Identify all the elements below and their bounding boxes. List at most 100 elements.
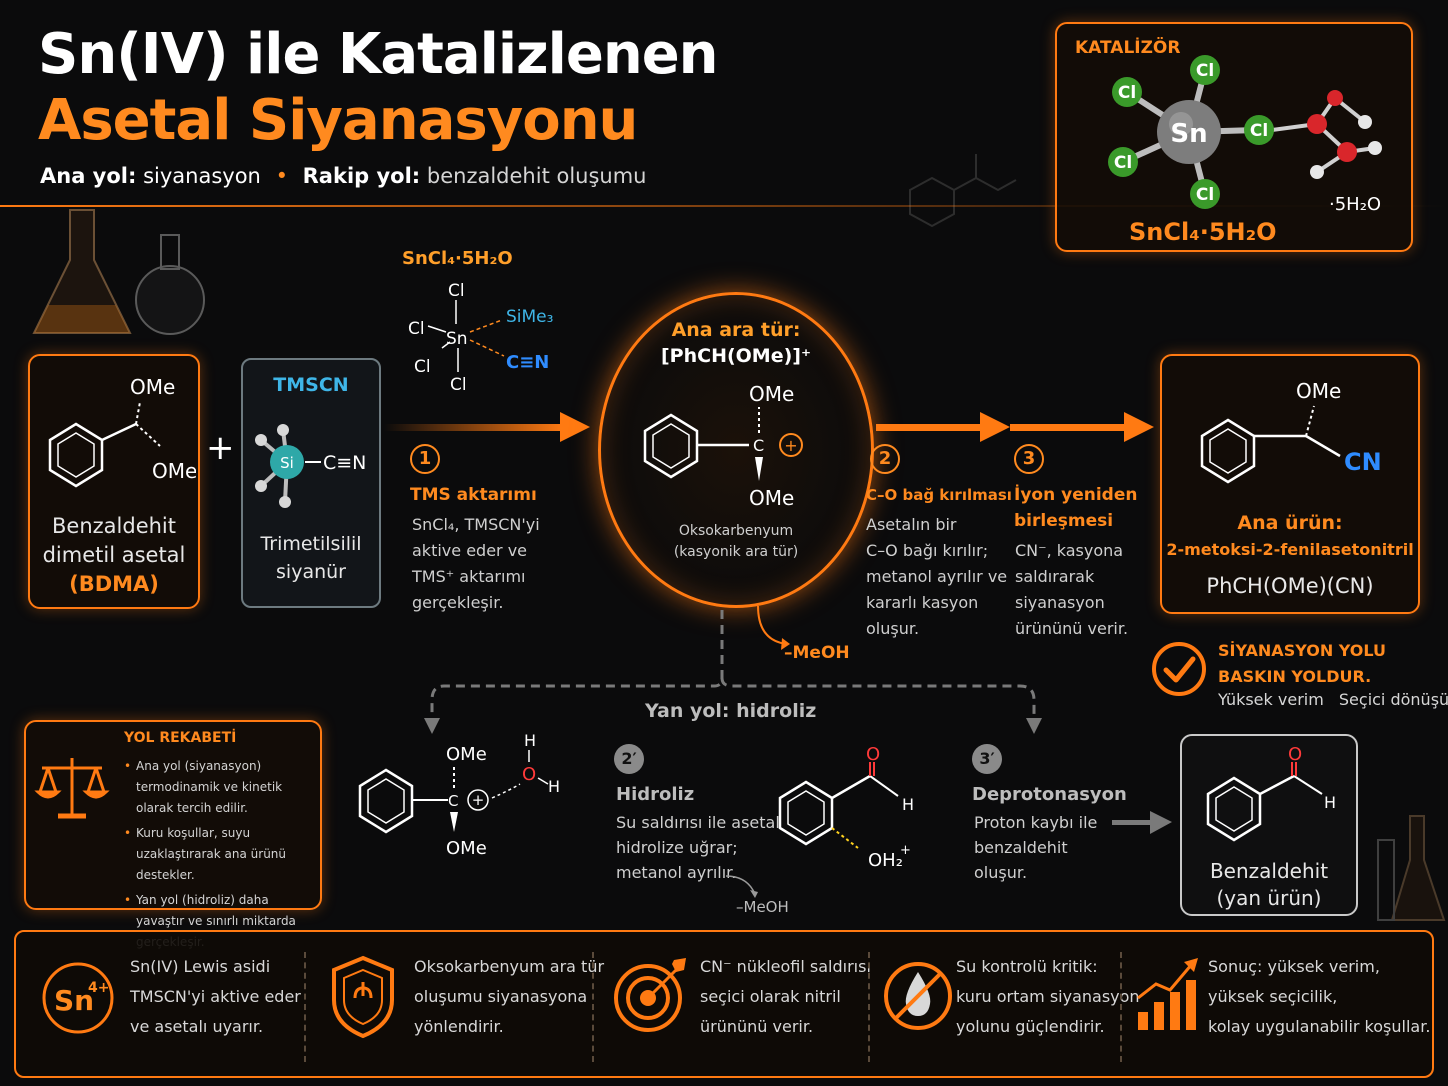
- hydrate-label: ·5H₂O: [1329, 194, 1382, 215]
- dominant-tag: Seçici dönüşüm: [1338, 690, 1448, 709]
- si-atom-label: Si: [280, 454, 294, 472]
- water-attack-structure: C + OMe OMe H O H: [358, 731, 560, 859]
- summary-item: Sn(IV) Lewis asidi TMSCN'yi aktive eder …: [130, 952, 301, 1042]
- side-path-heading: Yan yol: hidroliz: [645, 700, 817, 722]
- plus-sign: +: [206, 428, 235, 468]
- bdma-abbr: (BDMA): [69, 572, 159, 596]
- catalyst-heading: KATALİZÖR: [1075, 38, 1181, 58]
- side-step-3-title: Deprotonasyon: [972, 784, 1127, 805]
- cl-atom-label: Cl: [1114, 153, 1132, 173]
- bdma-card: OMe OMe Benzaldehit dimetil asetal (BDMA…: [28, 354, 200, 609]
- product-formula: PhCH(OMe)(CN): [1206, 574, 1374, 598]
- tmscn-name-line1: Trimetilsilil: [260, 533, 362, 555]
- product-label: Ana ürün:: [1237, 512, 1343, 534]
- step-number-2: 2: [870, 444, 900, 474]
- side-step-number-2: 2′: [614, 744, 644, 774]
- curved-arrow: [725, 875, 758, 898]
- ome-label: OMe: [749, 382, 794, 406]
- sime3-label: SiMe₃: [506, 307, 553, 327]
- page-title-highlight: Asetal Siyanasyonu: [38, 88, 638, 153]
- step-3-line: siyanasyon: [1015, 593, 1105, 612]
- background-molecule-decoration: [909, 154, 1017, 228]
- competition-item: Kuru koşullar, suyu uzaklaştırarak ana ü…: [124, 823, 320, 886]
- hydrogen-label: H: [902, 795, 914, 814]
- side-step-2-text: Su saldırısı ile asetal hidrolize uğrar;…: [616, 810, 780, 885]
- oxygen-label: O: [1288, 744, 1302, 765]
- step-1-line: aktive eder ve: [412, 541, 528, 560]
- product-structure: OMe CN: [1200, 379, 1382, 484]
- reaction-arrow: [1010, 412, 1154, 442]
- step-3-text: CN⁻, kasyona saldırarak siyanasyon ürünü…: [1015, 538, 1128, 642]
- summary-line: ve asetalı uyarır.: [130, 1017, 264, 1036]
- dominant-tags: Yüksek verim Seçici dönüşüm: [1218, 690, 1448, 709]
- intermediate-name-line2: (kasyonik ara tür): [673, 544, 799, 560]
- benzaldehyde-structure: O H: [1206, 744, 1336, 842]
- intermediate-name-line1: Oksokarbenyum: [678, 523, 794, 539]
- step-2-title: C–O bağ kırılması: [866, 486, 1012, 504]
- step-2-line: C–O bağı kırılır;: [866, 541, 989, 560]
- complex-formula: SnCl₄·5H₂O: [402, 248, 513, 269]
- cn-label: C≡N: [506, 352, 549, 373]
- side-step-3-line: oluşur.: [974, 863, 1028, 882]
- cl-atom-label: Cl: [1196, 185, 1214, 205]
- step-2-line: oluşur.: [866, 619, 920, 638]
- step-2-line: metanol ayrılır ve: [866, 567, 1008, 586]
- summary-line: TMSCN'yi aktive eder: [130, 987, 301, 1006]
- summary-item: Sonuç: yüksek verim, yüksek seçicilik, k…: [1208, 952, 1430, 1042]
- step-number-1: 1: [410, 444, 440, 474]
- competition-list: Ana yol (siyanasyon) termodinamik ve kin…: [124, 756, 320, 953]
- main-path-label: Ana yol:: [40, 164, 137, 188]
- protonated-structure: O H OH₂ +: [778, 744, 914, 871]
- dominant-line: BASKIN YOLDUR.: [1218, 667, 1372, 686]
- catalyst-formula: SnCl₄·5H₂O: [1129, 218, 1277, 246]
- rival-path-value: benzaldehit oluşumu: [426, 164, 647, 188]
- step-1-text: SnCl₄, TMSCN'yi aktive eder ve TMS⁺ akta…: [412, 512, 540, 616]
- cl-atom-label: Cl: [1118, 83, 1136, 103]
- tmscn-heading: TMSCN: [273, 374, 349, 396]
- byproduct-name-line1: Benzaldehit: [1209, 859, 1329, 883]
- nitrile-label: C≡N: [323, 452, 366, 474]
- step-1-line: gerçekleşir.: [412, 593, 504, 612]
- side-step-number-3: 3′: [972, 744, 1002, 774]
- step-3-title-line: İyon yeniden: [1014, 485, 1138, 505]
- checkmark-icon: [1152, 642, 1206, 696]
- hydrogen-label: H: [524, 731, 536, 750]
- ome-label: OMe: [446, 744, 487, 765]
- summary-line: kolay uygulanabilir koşullar.: [1208, 1017, 1431, 1036]
- summary-line: oluşumu siyanasyona: [414, 987, 588, 1006]
- product-name: 2-metoksi-2-fenilasetonitril: [1166, 540, 1414, 559]
- page-title: Sn(IV) ile Katalizlenen: [38, 22, 719, 87]
- dominant-tag: Yüksek verim: [1218, 690, 1324, 709]
- side-step-3-line: Proton kaybı ile: [974, 813, 1098, 832]
- step-3-line: saldırarak: [1015, 567, 1095, 586]
- summary-item: CN⁻ nükleofil saldırısı seçici olarak ni…: [700, 952, 871, 1042]
- summary-item: Oksokarbenyum ara tür oluşumu siyanasyon…: [414, 952, 604, 1042]
- intermediate-heading: Ana ara tür:: [671, 319, 801, 341]
- byproduct-name: Benzaldehit (yan ürün): [1182, 858, 1356, 912]
- competition-heading: YOL REKABETİ: [124, 730, 237, 746]
- step-2-line: Asetalın bir: [866, 515, 957, 534]
- no-water-icon: [884, 962, 952, 1030]
- cl-label: Cl: [414, 357, 431, 377]
- sn-complex-structure: Cl Cl Sn Cl Cl SiMe₃ C≡N: [408, 281, 553, 395]
- summary-line: seçici olarak nitril: [700, 987, 841, 1006]
- sn-label: Sn: [446, 329, 468, 349]
- bdma-name: Benzaldehit dimetil asetal (BDMA): [30, 512, 198, 599]
- dominant-line: SİYANASYON YOLU: [1218, 641, 1387, 660]
- step-1-title: TMS aktarımı: [410, 485, 537, 505]
- tmscn-name-line2: siyanür: [276, 561, 346, 583]
- ome-label: OMe: [130, 375, 175, 399]
- summary-line: Su kontrolü kritik:: [956, 957, 1098, 976]
- sncl4-molecule-model: Sn Cl Cl Cl Cl Cl: [1108, 55, 1382, 209]
- summary-bar: Sn 4+ Sn(IV) Lewis asidi TMSCN'yi aktive…: [14, 930, 1434, 1078]
- bdma-structure: OMe OMe: [48, 375, 196, 488]
- summary-line: ürününü verir.: [700, 1017, 814, 1036]
- step-1-line: TMS⁺ aktarımı: [412, 567, 526, 586]
- reaction-arrow: [876, 412, 1010, 442]
- tmscn-model: Si C≡N: [255, 424, 366, 508]
- sn4-icon: Sn 4+: [42, 962, 114, 1034]
- side-step-2-line: Su saldırısı ile asetal: [616, 813, 780, 832]
- sn-badge-charge: 4+: [88, 980, 109, 996]
- competition-card: YOL REKABETİ Ana yol (siyanasyon) termod…: [24, 720, 322, 949]
- reaction-arrow: [384, 412, 590, 442]
